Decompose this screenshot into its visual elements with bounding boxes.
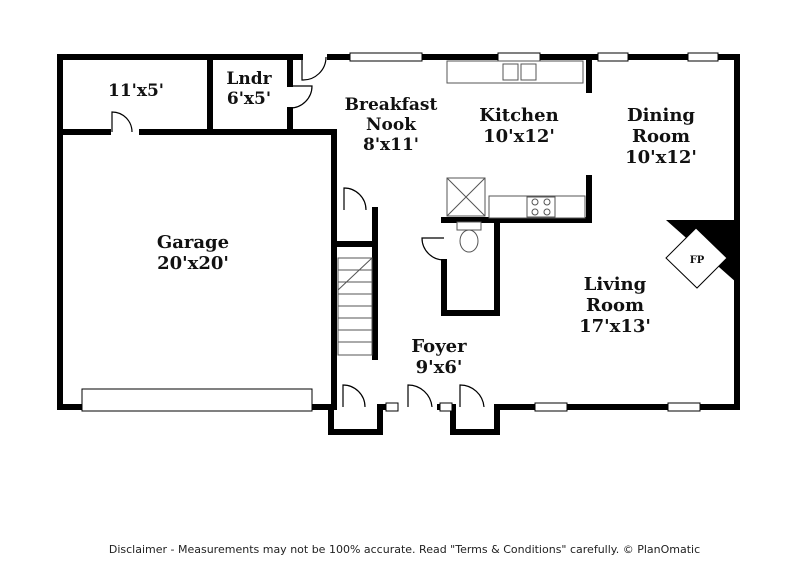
window-living-b — [667, 402, 701, 412]
window-dining-b — [687, 52, 719, 62]
door-front-side — [459, 384, 485, 408]
room-size: 11'x5' — [108, 81, 164, 101]
room-size: 10'x12' — [625, 147, 697, 168]
room-name: Room — [586, 295, 644, 316]
room-name: Room — [632, 126, 690, 147]
burner-2 — [543, 198, 551, 206]
window-foyer-a — [385, 402, 399, 412]
door-closet — [343, 187, 367, 211]
room-size: 9'x6' — [416, 357, 463, 378]
fireplace-label: FP — [690, 255, 705, 266]
room-size: 10'x12' — [483, 126, 555, 147]
kitchen-sink-left — [502, 63, 519, 81]
toilet-tank — [456, 221, 482, 231]
room-name: Garage — [157, 232, 229, 253]
stove — [526, 196, 556, 218]
window-living-a — [534, 402, 568, 412]
wall-porch-left — [328, 404, 383, 435]
room-name: Breakfast — [345, 95, 438, 115]
window-nook — [349, 52, 423, 62]
fixtures — [337, 60, 586, 356]
room-name: Dining — [627, 105, 695, 126]
window-foyer-b — [439, 402, 453, 412]
room-size: 17'x13' — [579, 316, 651, 337]
room-size: 8'x11' — [363, 135, 419, 155]
disclaimer: Disclaimer - Measurements may not be 100… — [108, 543, 701, 556]
burner-3 — [531, 208, 539, 216]
fireplace: FP — [665, 220, 737, 289]
door-porch — [342, 384, 366, 408]
door-rear — [301, 56, 327, 81]
doors — [111, 56, 485, 408]
stair-diagonal — [337, 257, 373, 291]
room-name: Foyer — [411, 336, 467, 357]
room-name: Lndr — [226, 69, 272, 89]
door-storage — [111, 111, 133, 133]
pantry-x — [446, 177, 486, 217]
fireplace-box — [665, 227, 728, 289]
windows — [81, 52, 719, 412]
room-name: Living — [584, 274, 647, 295]
window-kitchen — [497, 52, 541, 62]
room-name: Kitchen — [479, 105, 558, 126]
stair-treads — [338, 269, 372, 343]
wall-porch-right — [450, 404, 500, 435]
toilet-bowl — [459, 229, 479, 253]
room-name: Nook — [366, 115, 417, 135]
window-dining-a — [597, 52, 629, 62]
room-size: 6'x5' — [227, 89, 271, 109]
burner-1 — [531, 198, 539, 206]
kitchen-sink-right — [520, 63, 537, 81]
walls — [57, 54, 740, 435]
room-label-storage: 11'x5' — [108, 81, 164, 101]
room-size: 20'x20' — [157, 253, 229, 274]
door-laundry — [289, 85, 313, 109]
door-bath — [421, 237, 445, 261]
door-front — [407, 384, 433, 408]
garage-door — [81, 388, 313, 412]
burner-4 — [543, 208, 551, 216]
